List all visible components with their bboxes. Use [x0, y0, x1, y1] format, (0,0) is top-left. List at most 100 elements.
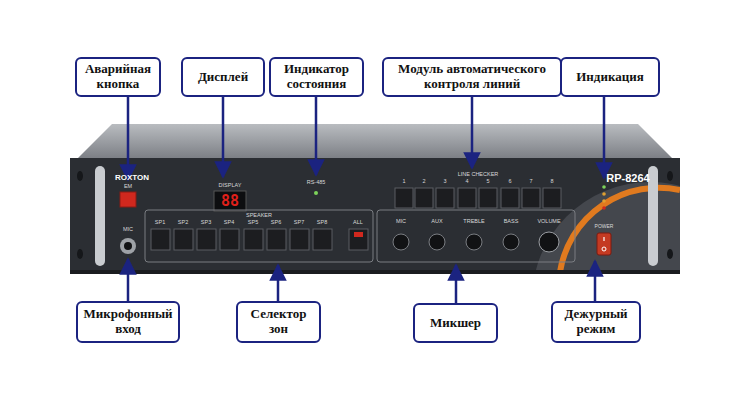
button-number: 4 [465, 179, 468, 185]
callout-text: Аварийная кнопка [82, 62, 154, 92]
leader-line [455, 265, 458, 303]
push-button [543, 188, 561, 208]
panel-lip [70, 270, 680, 274]
button-label: SP2 [178, 220, 188, 226]
callout-box: Микшер [413, 303, 498, 343]
indicator-led [602, 206, 606, 210]
button-label: ALL [353, 220, 363, 226]
button-number: 7 [529, 179, 532, 185]
knob-label: TREBLE [463, 219, 484, 225]
indicator-led [602, 185, 606, 189]
push-button [151, 229, 170, 250]
model-name: RP-8264 [606, 173, 649, 184]
push-button [501, 188, 519, 208]
button-label: SP8 [317, 220, 327, 226]
leader-line [603, 97, 606, 178]
push-button [479, 188, 497, 208]
display-window [214, 191, 246, 211]
callout-box: Дисплей [181, 57, 265, 97]
indicator-led [602, 192, 606, 196]
rack-hole [667, 171, 673, 181]
button-label: SP5 [248, 220, 258, 226]
rack-handle [95, 166, 105, 266]
emergency-button [120, 192, 136, 207]
panel-label: RS-485 [307, 180, 326, 186]
leader-line [222, 97, 225, 177]
knob [466, 234, 482, 250]
push-button [349, 229, 368, 250]
push-button [522, 188, 540, 208]
knob-label: MIC [396, 219, 406, 225]
knob [503, 234, 519, 250]
mixer-group-frame [377, 210, 575, 262]
button-led [354, 232, 363, 237]
button-label: SP3 [201, 220, 211, 226]
leader-lines [128, 97, 604, 303]
switch-mark [603, 237, 604, 241]
mixer-knobs [393, 232, 559, 252]
button-number: 2 [422, 179, 425, 185]
panel-label: EM [124, 184, 132, 190]
button-number: 8 [550, 179, 553, 185]
knob-label: AUX [431, 219, 442, 225]
callout-text: Дисплей [198, 70, 248, 85]
button-number: 6 [508, 179, 511, 185]
rack-hole [77, 249, 83, 259]
panel-label: MIC [123, 227, 133, 233]
button-number: 5 [486, 179, 489, 185]
leader-line [471, 97, 474, 168]
chassis-top [78, 124, 672, 158]
indicator-led [602, 199, 606, 203]
push-button [458, 188, 476, 208]
knob-label: BASS [504, 219, 519, 225]
knob [539, 232, 559, 252]
callout-text: Модуль автоматического контроля линий [389, 62, 555, 92]
rack-hole [667, 249, 673, 259]
callout-box: Индикатор состояния [269, 57, 364, 97]
button-label: SP4 [224, 220, 234, 226]
callout-text: Микшер [430, 316, 481, 331]
callout-box: Дежурный режим [551, 301, 641, 343]
power-switch [597, 233, 611, 255]
callout-text: Индикация [576, 70, 643, 85]
status-led [314, 191, 318, 195]
push-button [395, 188, 413, 208]
callout-box: Аварийная кнопка [75, 57, 161, 97]
leader-line [594, 261, 597, 301]
push-button [267, 229, 286, 250]
callout-text: Дежурный режим [558, 307, 634, 337]
rack-hole [77, 171, 83, 181]
callout-box: Модуль автоматического контроля линий [382, 57, 562, 97]
knob [393, 234, 409, 250]
knob [429, 234, 445, 250]
leader-line [127, 97, 130, 180]
button-label: SP7 [294, 220, 304, 226]
push-button [436, 188, 454, 208]
callout-text: Селектор зон [243, 307, 314, 337]
seven-segment-digits: 88 [221, 194, 239, 209]
knob-label: VOLUME [537, 219, 560, 225]
callout-box: Индикация [560, 57, 660, 97]
button-number: 3 [443, 179, 446, 185]
push-button [415, 188, 433, 208]
push-button [174, 229, 193, 250]
panel-label: DISPLAY [219, 183, 242, 189]
leader-line [315, 97, 318, 175]
push-button [244, 229, 263, 250]
push-button [197, 229, 216, 250]
button-number: 1 [402, 179, 405, 185]
button-label: SP6 [271, 220, 281, 226]
push-button [313, 229, 332, 250]
callout-box: Микрофонный вход [76, 301, 180, 343]
mic-jack [120, 238, 136, 254]
push-button [220, 229, 239, 250]
callout-box: Селектор зон [236, 301, 321, 343]
mic-jack-hole [124, 242, 132, 250]
line-checker-buttons [395, 188, 561, 208]
switch-label: POWER [595, 224, 614, 229]
callout-text: Микрофонный вход [83, 307, 173, 337]
decor-arc [560, 188, 680, 272]
button-label: SP1 [155, 220, 165, 226]
callout-text: Индикатор состояния [276, 62, 357, 92]
speaker-group-frame [145, 210, 373, 262]
